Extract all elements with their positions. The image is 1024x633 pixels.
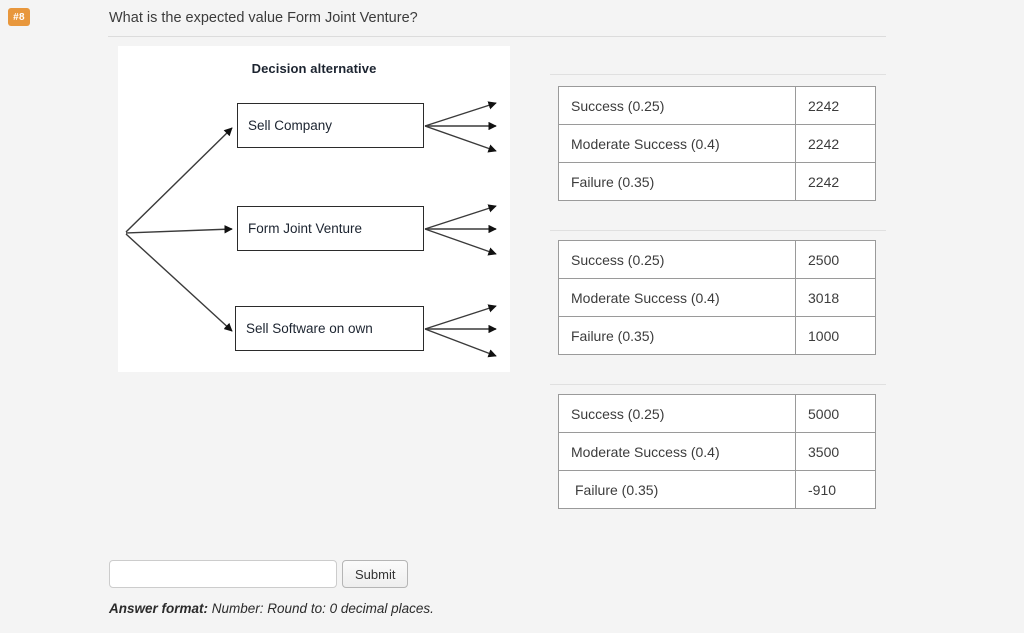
table-row: Success (0.25) 2500 [558,240,876,279]
payoff-table-sell-company: Success (0.25) 2242 Moderate Success (0.… [558,86,876,201]
payoff-cell: 5000 [795,394,876,433]
payoff-cell: 2242 [795,162,876,201]
submit-button[interactable]: Submit [342,560,409,588]
decision-node-sell-software-on-own: Sell Software on own [235,306,424,351]
state-cell: Success (0.25) [558,240,796,279]
state-cell: Moderate Success (0.4) [558,124,796,163]
payoff-cell: 2242 [795,124,876,163]
payoff-cell: 3500 [795,432,876,471]
table-row: Moderate Success (0.4) 2242 [558,124,876,163]
table-row: Moderate Success (0.4) 3018 [558,278,876,317]
payoff-table-form-joint-venture: Success (0.25) 2500 Moderate Success (0.… [558,240,876,355]
state-cell: Success (0.25) [558,394,796,433]
state-cell: Failure (0.35) [558,316,796,355]
header-divider [108,36,886,37]
state-cell: Success (0.25) [558,86,796,125]
table-divider-3 [550,384,886,385]
table-row: Failure (0.35) -910 [558,470,876,509]
answer-format-label: Answer format: [109,601,209,616]
table-row: Success (0.25) 5000 [558,394,876,433]
decision-node-sell-company: Sell Company [237,103,424,148]
decision-tree-diagram: Decision alternative [118,46,510,372]
state-cell: Failure (0.35) [558,470,796,509]
question-number-badge: #8 [8,8,30,26]
payoff-cell: 2242 [795,86,876,125]
payoff-cell: 3018 [795,278,876,317]
answer-format-value: Number: Round to: 0 decimal places. [208,601,434,616]
table-divider-1 [550,74,886,75]
payoff-cell: 1000 [795,316,876,355]
decision-tree-edges [125,101,497,358]
decision-node-label: Sell Company [248,118,333,133]
answer-input[interactable] [109,560,337,588]
decision-node-label: Sell Software on own [246,321,373,336]
state-cell: Moderate Success (0.4) [558,432,796,471]
table-divider-2 [550,230,886,231]
table-row: Failure (0.35) 1000 [558,316,876,355]
payoff-cell: 2500 [795,240,876,279]
question-text: What is the expected value Form Joint Ve… [109,10,418,26]
payoff-cell: -910 [795,470,876,509]
decision-node-label: Form Joint Venture [248,221,363,236]
table-row: Success (0.25) 2242 [558,86,876,125]
answer-format-hint: Answer format: Number: Round to: 0 decim… [109,601,434,616]
decision-node-form-joint-venture: Form Joint Venture [237,206,424,251]
state-cell: Moderate Success (0.4) [558,278,796,317]
state-cell: Failure (0.35) [558,162,796,201]
diagram-title: Decision alternative [251,61,377,76]
table-row: Failure (0.35) 2242 [558,162,876,201]
payoff-table-sell-software-on-own: Success (0.25) 5000 Moderate Success (0.… [558,394,876,509]
table-row: Moderate Success (0.4) 3500 [558,432,876,471]
